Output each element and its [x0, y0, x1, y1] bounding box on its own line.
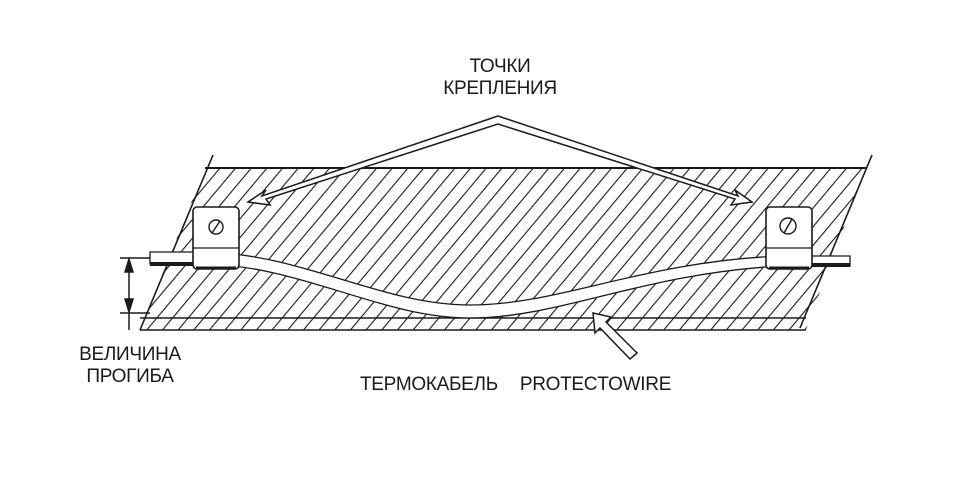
mount-point-arrows	[245, 115, 754, 206]
mount-points-label-line1: ТОЧКИ	[469, 56, 531, 77]
mount-points-label-line2: КРЕПЛЕНИЯ	[443, 78, 557, 99]
cable-label-word1: ТЕРМОКАБЕЛЬ	[360, 374, 498, 395]
sag-label: ВЕЛИЧИНА ПРОГИБА	[60, 344, 200, 388]
cable-pointer-arrow	[592, 312, 639, 361]
left-clamp	[192, 206, 240, 270]
cable-label-word2: PROTECTOWIRE	[519, 374, 672, 395]
right-clamp	[765, 206, 813, 270]
sag-dimension	[120, 256, 150, 330]
sag-label-line1: ВЕЛИЧИНА	[79, 344, 181, 365]
cable-label: ТЕРМОКАБЕЛЬ PROTECTOWIRE	[360, 374, 740, 396]
sag-label-line2: ПРОГИБА	[86, 366, 174, 387]
mount-points-label: ТОЧКИ КРЕПЛЕНИЯ	[430, 56, 570, 100]
